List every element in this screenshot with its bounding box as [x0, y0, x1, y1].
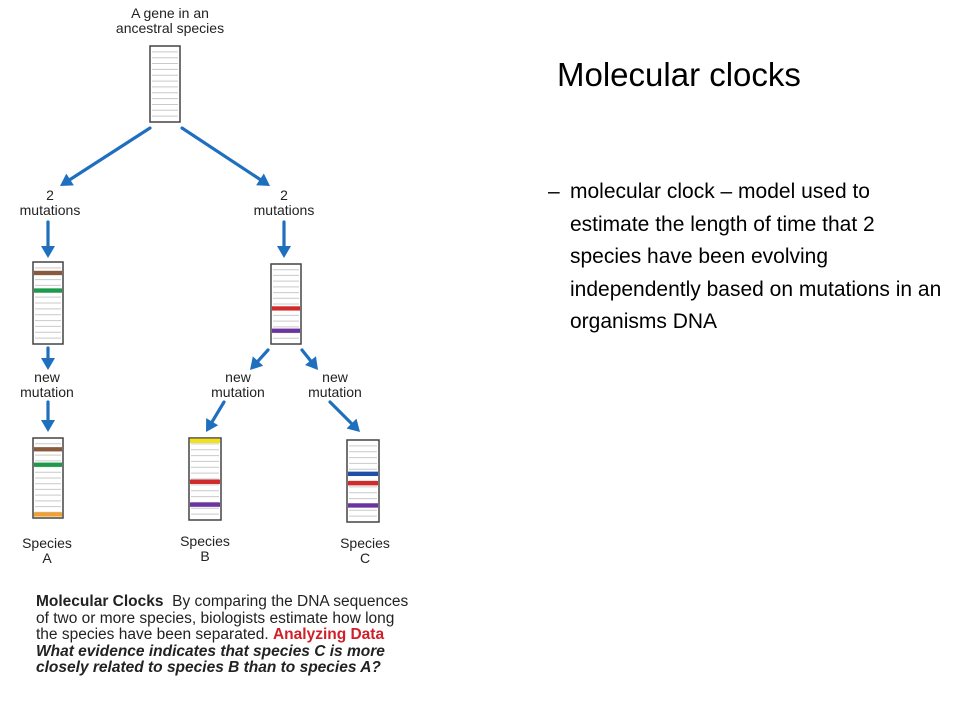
arrow-right-to-new-mutation-c-stub-head	[305, 356, 318, 370]
species-c-label: Species C	[320, 536, 410, 566]
species-a-word: Species	[22, 535, 72, 551]
caption-analyzing-data: Analyzing Data	[272, 626, 385, 643]
species-b-gene-yellow-mutation-band	[190, 438, 220, 443]
arrow-new-mutation-to-species-b-shaft	[210, 400, 226, 424]
species-c-gene-purple-mutation-band	[348, 503, 378, 508]
left-mutations-label: 2 mutations	[0, 188, 100, 218]
arrow-right-mutations-down-head	[277, 246, 291, 258]
right-mutations-word: mutations	[253, 202, 315, 218]
species-b-letter: B	[200, 548, 210, 564]
arrow-left-mutations-down-head	[41, 246, 55, 258]
species-a-gene-green-mutation-band	[34, 462, 62, 467]
species-a-gene-orange-mutation-band	[34, 512, 62, 517]
arrow-left-to-new-mutation-head	[41, 358, 55, 370]
arrow-new-mutation-to-species-a-head	[41, 420, 55, 432]
arrow-ancestral-to-left-shaft	[68, 126, 152, 182]
ancestral-gene-label: A gene in an ancestral species	[80, 6, 260, 36]
caption-body: By comparing the DNA sequences of two or…	[36, 593, 409, 643]
left-mutations-word: mutations	[19, 202, 81, 218]
species-b-word: Species	[180, 533, 230, 549]
species-a-letter: A	[42, 550, 52, 566]
species-c-gene-blue-mutation-band	[348, 471, 378, 477]
ancestral-gene-label-line-2: ancestral species	[115, 20, 225, 36]
new-mutation-c-line-1: new	[322, 369, 348, 385]
species-b-gene-red-mutation-band	[190, 479, 220, 484]
new-mutation-b-label: new mutation	[196, 370, 280, 400]
new-mutation-a-line-2: mutation	[20, 384, 74, 400]
ancestral-gene-label-line-1: A gene in an	[131, 5, 209, 21]
left-intermediate-gene-brown-mutation-band	[34, 270, 62, 276]
new-mutation-a-line-1: new	[34, 369, 60, 385]
bullet-dash: –	[548, 180, 560, 203]
new-mutation-c-label: new mutation	[293, 370, 377, 400]
arrow-new-mutation-to-species-c-shaft	[328, 400, 354, 426]
species-c-word: Species	[340, 535, 390, 551]
ancestral-gene	[149, 45, 181, 123]
species-b-gene-purple-mutation-band	[190, 502, 220, 507]
species-a-gene-brown-mutation-band	[34, 447, 62, 452]
species-c-letter: C	[359, 550, 371, 566]
arrow-new-mutation-to-species-c-head	[346, 418, 360, 432]
molecular-clock-diagram: A gene in an ancestral species 2 mutatio…	[0, 0, 420, 580]
species-c-gene-red-mutation-band	[348, 481, 378, 486]
arrow-ancestral-to-left-head	[60, 173, 74, 186]
new-mutation-b-line-1: new	[225, 369, 251, 385]
arrow-right-to-new-mutation-b-stub-head	[250, 356, 264, 370]
right-mutations-count: 2	[280, 187, 288, 203]
species-a-label: Species A	[2, 536, 92, 566]
caption-question: What evidence indicates that species C i…	[36, 642, 385, 676]
arrow-ancestral-to-right-shaft	[180, 126, 262, 181]
new-mutation-c-line-2: mutation	[308, 384, 362, 400]
right-intermediate-gene-red-mutation-band	[272, 306, 300, 311]
bullet-text: molecular clock – model used to estimate…	[570, 180, 942, 333]
new-mutation-b-line-2: mutation	[211, 384, 265, 400]
bullet-point: – molecular clock – model used to estima…	[548, 176, 948, 339]
diagram-graphics	[32, 45, 380, 523]
left-mutations-count: 2	[46, 187, 54, 203]
new-mutation-a-label: new mutation	[0, 370, 94, 400]
arrow-ancestral-to-right-head	[256, 173, 270, 186]
slide-title: Molecular clocks	[557, 56, 801, 93]
caption-title: Molecular Clocks	[36, 593, 164, 610]
right-mutations-label: 2 mutations	[234, 188, 334, 218]
arrow-right-to-new-mutation-c-stub-shaft	[300, 348, 313, 363]
species-b-label: Species B	[160, 534, 250, 564]
arrow-right-to-new-mutation-b-stub-shaft	[256, 348, 270, 363]
left-intermediate-gene-green-mutation-band	[34, 288, 62, 293]
right-intermediate-gene-purple-mutation-band	[272, 328, 300, 333]
arrow-new-mutation-to-species-b-head	[206, 418, 219, 432]
figure-caption: Molecular Clocks By comparing the DNA se…	[36, 593, 416, 677]
